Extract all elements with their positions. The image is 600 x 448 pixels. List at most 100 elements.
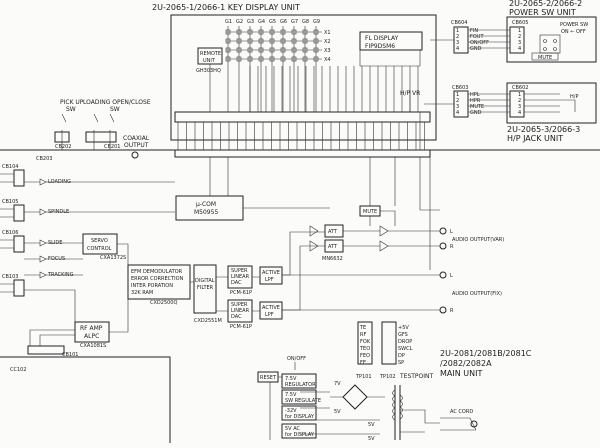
dac-upper-line-1: SUPER [231, 268, 248, 274]
grid-label-g4: G4 [258, 19, 265, 25]
grid-label-g5: G5 [269, 19, 276, 25]
left-connector-wire [0, 173, 14, 183]
ac-cord-label: AC CORD [450, 409, 473, 415]
left-connector-stack: CB104CB105CB106CB103LOADINGSPINDLESLIDEF… [0, 164, 175, 333]
key-switch [236, 38, 242, 44]
audio-channel-label: R [450, 244, 454, 250]
rf-amp-box [74, 321, 110, 343]
power-pin-number: 1 [456, 28, 459, 34]
drive-amp [39, 271, 47, 279]
lpf-lower: ACTIVE LPF [259, 301, 283, 320]
ucom-part: M50955 [194, 209, 218, 216]
lpf-lower-line-2: LPF [265, 312, 274, 318]
power-sw-onoff: ON ← OFF [561, 29, 586, 35]
power-connector-label: CB604 [451, 20, 467, 26]
drive-amp [39, 208, 47, 216]
hp-pin-label: MUTE [470, 104, 484, 110]
reset-label: RESET [260, 375, 277, 381]
key-switch [313, 56, 319, 62]
test-signal-right: DP [398, 353, 405, 359]
att-bottom-label: ATT [328, 244, 338, 250]
key-switch [258, 29, 264, 35]
power-pin-number: 4 [456, 46, 459, 52]
power-sw-unit-code: 2U-2065-2/2066-2 [509, 0, 582, 8]
fl-display-label: FL DISPLAY [365, 35, 399, 42]
digital-label: DIGITAL [195, 278, 215, 284]
power-pin-number-right: 3 [518, 40, 521, 46]
key-switch [280, 38, 286, 44]
test-signal-left: FOK [360, 339, 371, 345]
test-signal-right: +5V [398, 325, 409, 331]
grid-lines [227, 26, 317, 112]
hp-pin-label: HPR [470, 98, 481, 104]
dac-lower-line-3: DAC [231, 314, 242, 320]
tp101-body [357, 321, 373, 365]
cb202-label: CB202 [55, 144, 71, 150]
hp-pin-label: GND [470, 110, 482, 116]
efm-part: CXD2500Q [150, 300, 177, 306]
hp-jack-unit-code: 2U-2065-3/2066-3 [507, 125, 580, 134]
key-switch [269, 56, 275, 62]
test-signal-right: GFS [398, 332, 408, 338]
regulator-line-1: 5V AC [285, 426, 301, 432]
grid-label-g2: G2 [236, 19, 243, 25]
main-unit-connector-bus [174, 149, 431, 158]
hp-pin-number-right: 4 [518, 110, 521, 116]
v5-label-1: 5V [334, 409, 341, 415]
v5-label-3: 5V [368, 436, 375, 442]
efm-box [127, 264, 191, 300]
test-signal-right: SP [398, 360, 404, 366]
key-switch [247, 56, 253, 62]
regulator-line-2: for DISPLAY [285, 432, 315, 438]
power-pin-number-right: 2 [518, 34, 521, 40]
drive-amp [39, 255, 47, 263]
tp2-label: TP102 [379, 374, 396, 380]
control-label: CONTROL [87, 246, 112, 252]
left-connector-label: CB106 [2, 230, 18, 236]
audio-fix-label: AUDIO OUTPUT(FIX) [452, 291, 502, 297]
testpoint-label: TESTPOINT [399, 373, 434, 380]
audio-jack [439, 306, 447, 314]
audio-channel-label: R [450, 308, 454, 314]
left-connector-body [13, 279, 25, 297]
key-switch [225, 47, 231, 53]
audio-jack [439, 271, 447, 279]
test-signal-right: SWCL [398, 346, 413, 352]
test-signal-left: TEO [359, 346, 370, 352]
regulator-box [281, 373, 317, 389]
lpf-upper-line-2: LPF [265, 277, 274, 283]
left-connector-wire [0, 283, 14, 293]
audio-jack [439, 227, 447, 235]
efm-line-1: EFM DEMODULATOR [131, 269, 183, 275]
key-switch [291, 29, 297, 35]
key-display-connector [174, 111, 431, 123]
audio-channel-label: L [450, 273, 453, 279]
key-label-x4: X4 [324, 57, 331, 63]
fl-display-box [359, 31, 423, 51]
v7-label-1: 7V [334, 381, 341, 387]
right-bus-wire [419, 157, 440, 270]
power-sw-label: POWER SW [560, 22, 588, 28]
tp102-body [381, 321, 397, 365]
power-pin-number: 3 [456, 40, 459, 46]
lpf-lower-line-1: ACTIVE [262, 305, 280, 311]
key-switch [291, 47, 297, 53]
key-switch [247, 47, 253, 53]
mute-label: MUTE [363, 209, 377, 215]
key-switch [236, 47, 242, 53]
efm-line-3: INTER PORATION [131, 283, 173, 289]
hp-jack-label: H/P [570, 94, 578, 100]
power-sw-unit-title: POWER SW UNIT [509, 8, 576, 17]
digital-filter-box [193, 264, 217, 314]
hp-pin-number: 3 [456, 104, 459, 110]
key-switch [225, 56, 231, 62]
power-connector-sub: CB605 [512, 20, 528, 26]
key-label-x1: X1 [324, 30, 331, 36]
pickup-sw-label: SW [66, 106, 76, 113]
